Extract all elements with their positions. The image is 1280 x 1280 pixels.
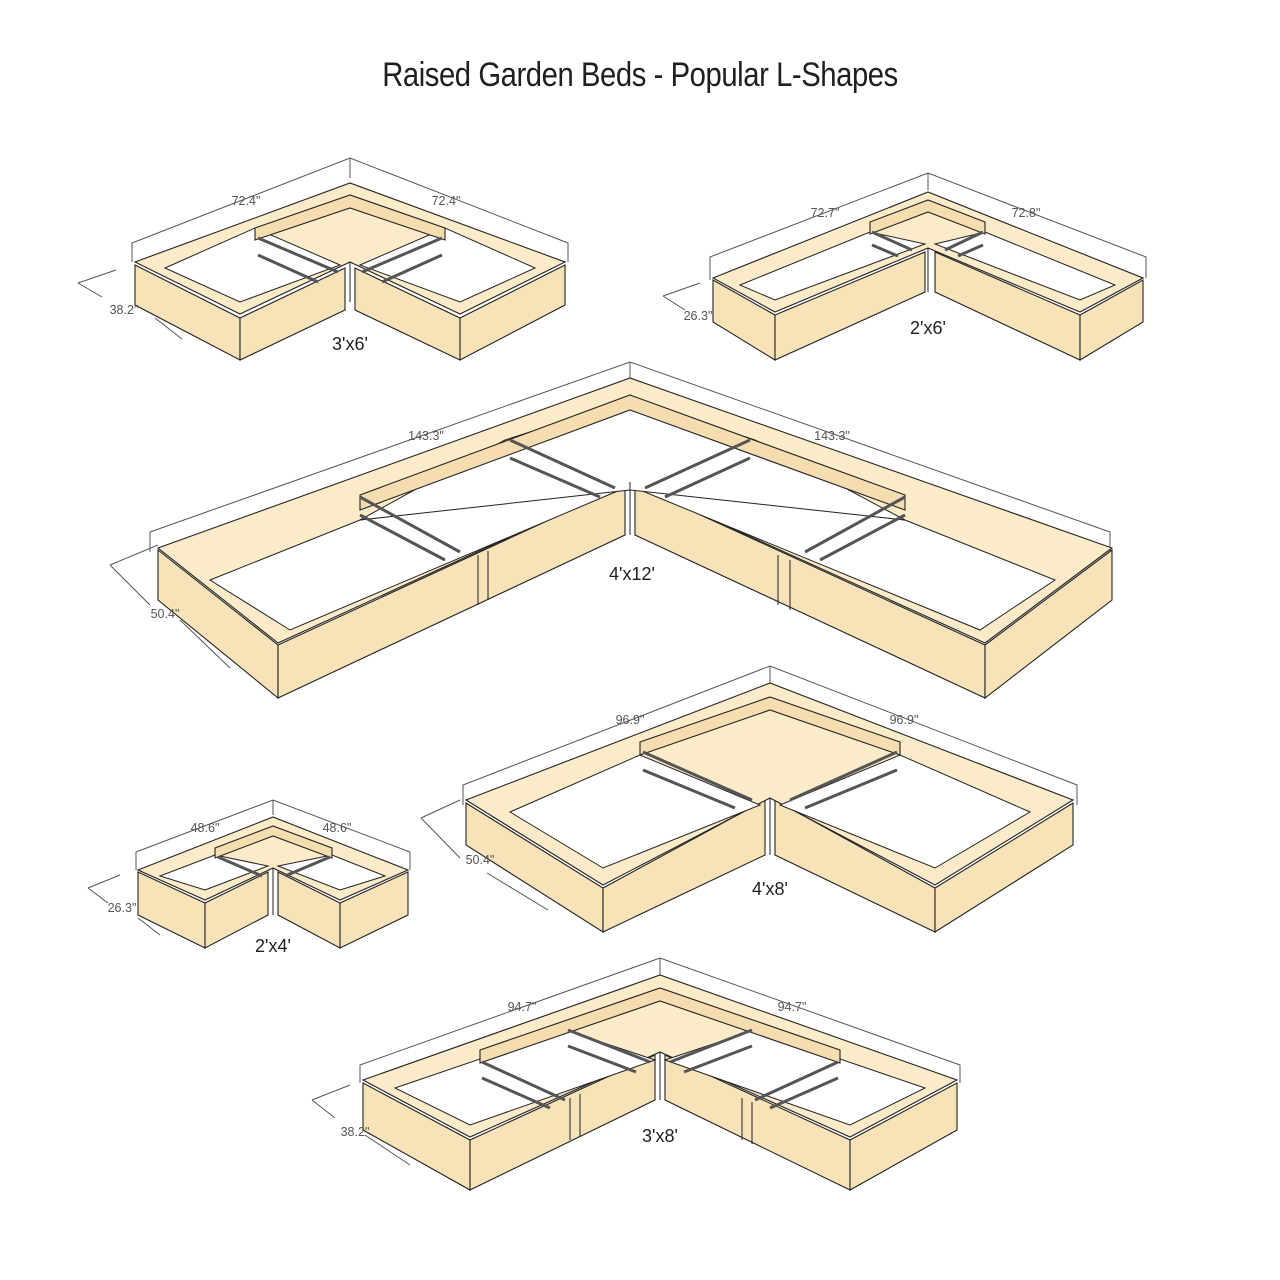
bed-4x12: 143.3" 143.3" 50.4" 4'x12' bbox=[109, 361, 1114, 700]
bed-size-label: 4'x12' bbox=[609, 564, 655, 584]
dim-right-length: 48.6" bbox=[323, 821, 352, 835]
bed-3x8: 94.7" 94.7" 38.2" 3'x8' bbox=[311, 957, 961, 1191]
dim-right-length: 94.7" bbox=[778, 1000, 807, 1014]
bed-2x4: 48.6" 48.6" 26.3" 2'x4' bbox=[87, 799, 411, 956]
bed-4x8: 96.9" 96.9" 50.4" 4'x8' bbox=[420, 665, 1078, 934]
bed-size-label: 4'x8' bbox=[752, 879, 788, 899]
dim-left-length: 96.9" bbox=[616, 713, 645, 727]
dim-width: 26.3" bbox=[108, 901, 137, 915]
bed-size-label: 2'x6' bbox=[910, 318, 946, 338]
dim-width: 26.3" bbox=[684, 309, 713, 323]
dim-width: 50.4" bbox=[466, 853, 495, 867]
dim-width: 50.4" bbox=[151, 607, 180, 621]
dim-right-length: 72.8" bbox=[1012, 206, 1041, 220]
dim-right-length: 96.9" bbox=[890, 713, 919, 727]
bed-size-label: 3'x6' bbox=[332, 334, 368, 354]
dim-left-length: 143.3" bbox=[408, 429, 444, 443]
bed-size-label: 3'x8' bbox=[642, 1126, 678, 1146]
dim-width: 38.2" bbox=[110, 303, 139, 317]
bed-2x6: 72.7" 72.8" 26.3" 2'x6' bbox=[662, 172, 1147, 361]
page-title: Raised Garden Beds - Popular L-Shapes bbox=[382, 56, 898, 94]
dim-right-length: 72.4" bbox=[432, 194, 461, 208]
dim-left-length: 48.6" bbox=[191, 821, 220, 835]
bed-3x6: 72.4" 72.4" 38.2" 3'x6' bbox=[77, 157, 569, 361]
dim-right-length: 143.3" bbox=[814, 429, 850, 443]
dim-left-length: 72.7" bbox=[811, 206, 840, 220]
bed-size-label: 2'x4' bbox=[255, 936, 291, 956]
dim-left-length: 72.4" bbox=[232, 194, 261, 208]
dim-left-length: 94.7" bbox=[508, 1000, 537, 1014]
dim-width: 38.2" bbox=[341, 1125, 370, 1139]
